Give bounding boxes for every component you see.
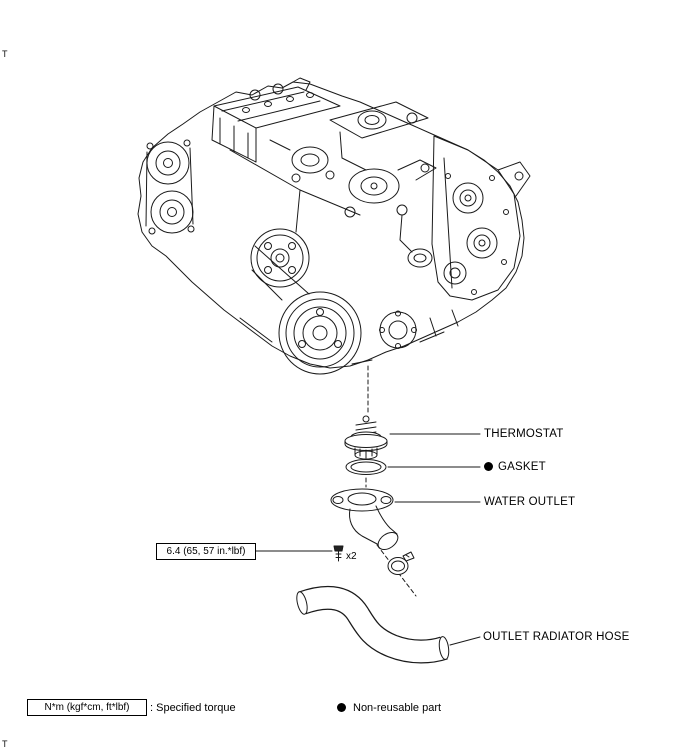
hose-clamp-part	[387, 551, 415, 575]
legend-non-reusable-label: Non-reusable part	[353, 702, 442, 714]
non-reusable-legend-icon	[337, 703, 346, 712]
radiator-hose-part	[296, 585, 450, 664]
label-gasket: GASKET	[498, 461, 546, 473]
label-thermostat: THERMOSTAT	[484, 428, 564, 440]
bolt-part	[333, 545, 344, 562]
non-reusable-icon	[484, 462, 493, 471]
label-outlet-radiator-hose: OUTLET RADIATOR HOSE	[483, 631, 630, 643]
water-outlet-part	[330, 488, 399, 551]
torque-quantity: x2	[346, 551, 357, 562]
leader-lines	[255, 433, 481, 646]
legend-torque-units-box: N*m (kgf*cm, ft*lbf)	[27, 699, 147, 716]
torque-spec-box: 6.4 (65, 57 in.*lbf)	[156, 543, 256, 560]
engine-illustration	[137, 77, 531, 375]
gasket-part	[345, 459, 387, 475]
label-water-outlet: WATER OUTLET	[484, 496, 576, 508]
legend-torque-label: : Specified torque	[150, 702, 236, 714]
thermostat-part	[344, 415, 388, 460]
page-marker-top: T	[2, 49, 8, 59]
page-marker-bottom: T	[2, 739, 8, 749]
